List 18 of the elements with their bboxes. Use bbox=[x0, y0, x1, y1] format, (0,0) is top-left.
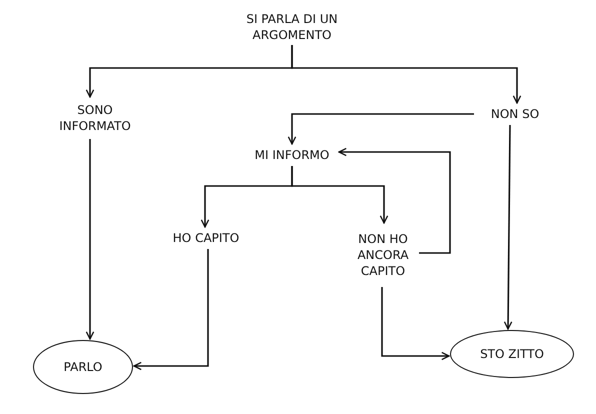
arrow bbox=[86, 139, 94, 340]
node-label: HO CAPITO bbox=[172, 230, 240, 246]
node-label: PARLO bbox=[64, 358, 102, 376]
node-label: MI INFORMO bbox=[254, 146, 330, 164]
arrow bbox=[133, 249, 209, 370]
node-label: NON HO ANCORA CAPITO bbox=[356, 230, 410, 280]
arrow bbox=[504, 125, 512, 330]
node-label: SONO INFORMATO bbox=[58, 102, 132, 134]
arrow bbox=[338, 148, 451, 254]
arrow bbox=[291, 166, 388, 224]
node-label: NON SO bbox=[490, 106, 540, 122]
arrow bbox=[291, 45, 522, 104]
terminal-ellipse bbox=[450, 330, 574, 378]
node-label: SI PARLA DI UN ARGOMENTO bbox=[245, 10, 339, 44]
node-label: STO ZITTO bbox=[480, 346, 544, 362]
arrow bbox=[381, 287, 450, 360]
arrow bbox=[288, 113, 474, 145]
terminal-ellipse bbox=[33, 340, 133, 394]
